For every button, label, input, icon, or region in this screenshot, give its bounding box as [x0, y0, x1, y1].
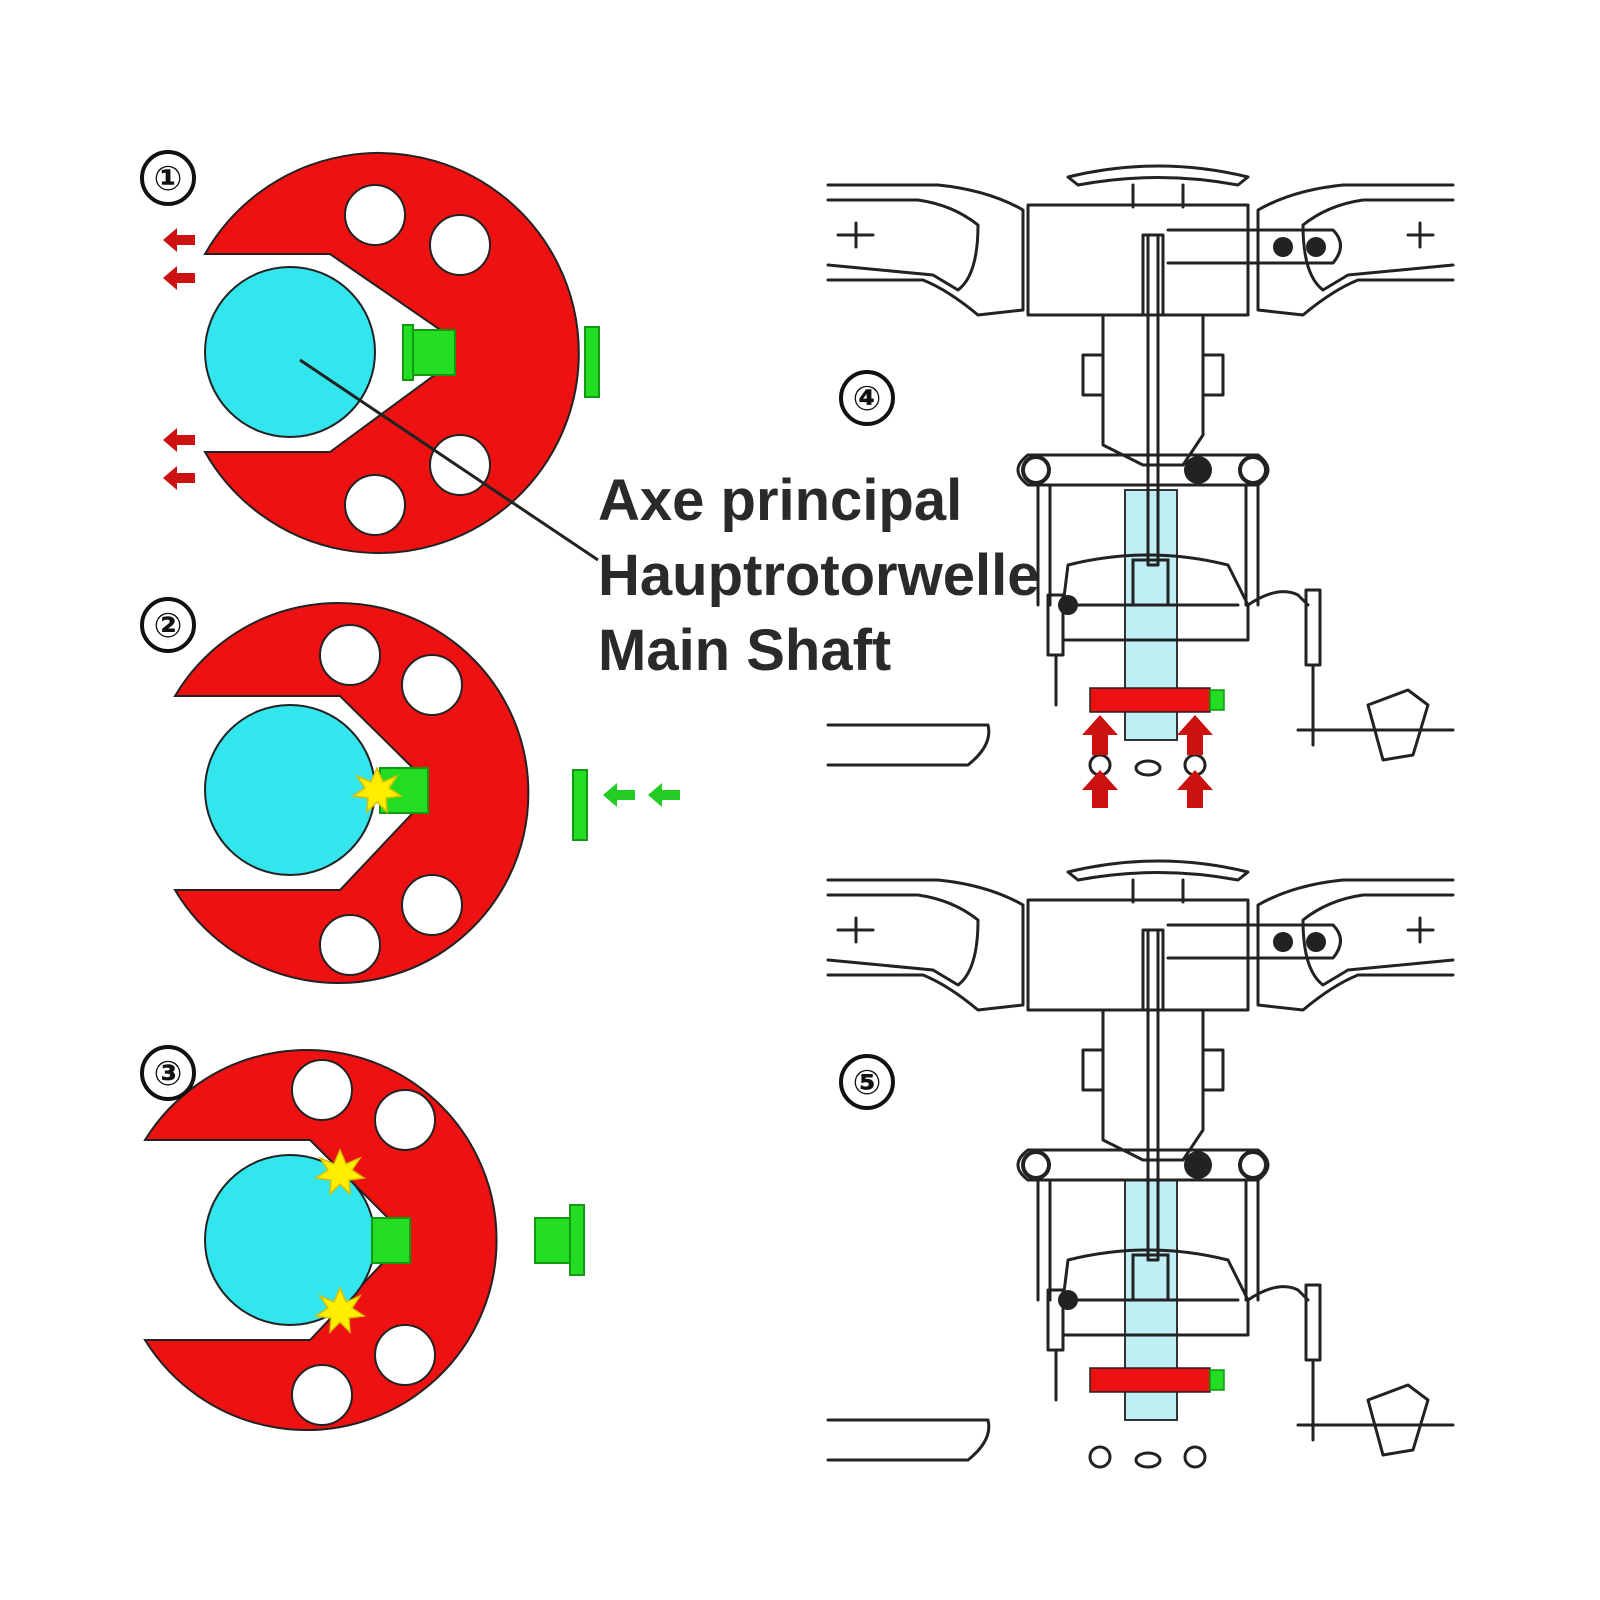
shaft-pointer-line — [299, 358, 599, 562]
svg-text:④: ④ — [853, 379, 882, 419]
step-3-badge: ③ — [140, 1045, 196, 1101]
step-5-badge: ⑤ — [839, 1054, 895, 1110]
svg-text:②: ② — [154, 606, 183, 646]
step-1-badge: ① — [140, 150, 196, 206]
caption-line-1: Axe principal — [598, 468, 962, 533]
svg-text:①: ① — [154, 159, 183, 199]
svg-text:⑤: ⑤ — [853, 1063, 882, 1103]
step-4-badge: ④ — [839, 370, 895, 426]
caption-line-3: Main Shaft — [598, 618, 891, 683]
caption-line-2: Hauptrotorwelle — [598, 543, 1040, 608]
main-shaft-step-2 — [204, 704, 376, 876]
svg-text:③: ③ — [154, 1054, 183, 1094]
step-2-badge: ② — [140, 597, 196, 653]
tool-step-2 — [173, 602, 680, 984]
rotor-head-step-4 — [826, 164, 1455, 808]
tool-step-3 — [143, 1049, 585, 1431]
main-shaft-step-1 — [204, 266, 376, 438]
tool-step-1 — [163, 152, 600, 554]
rotor-head-step-5 — [826, 859, 1455, 1469]
